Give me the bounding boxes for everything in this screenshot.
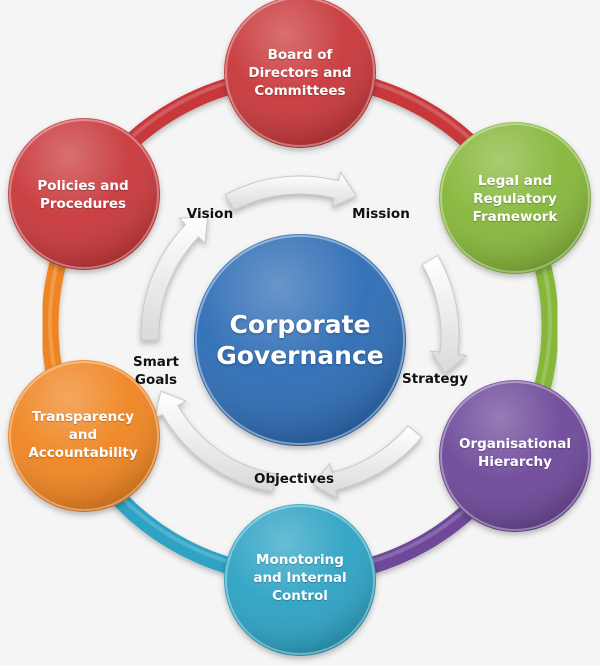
cycle-arrows: [140, 170, 468, 500]
cycle-label-objectives: Objectives: [254, 471, 334, 487]
node-circles: [8, 0, 591, 656]
arrow-vision-to-mission: [224, 170, 357, 212]
node-gloss-policies: [8, 118, 160, 270]
cycle-label-mission: Mission: [352, 206, 410, 222]
center-rim: [195, 235, 405, 445]
arrow-strategy-to-objectives: [312, 424, 423, 500]
center-gloss: [194, 234, 406, 446]
node-gloss-organisational: [439, 380, 591, 532]
center-label: Corporate Governance: [216, 310, 384, 370]
node-rim-transparency: [9, 361, 159, 511]
arrow-mission-to-strategy: [421, 254, 468, 375]
node-gloss-board: [224, 0, 376, 148]
cycle-label-smart-goals: Smart Goals: [132, 354, 179, 388]
node-rim-policies: [9, 119, 159, 269]
arrow-objectives-to-smart-goals: [153, 390, 277, 493]
cycle-label-strategy: Strategy: [401, 371, 469, 387]
node-gloss-monitoring: [224, 504, 376, 656]
node-rim-organisational: [440, 381, 590, 531]
node-rim-legal: [440, 123, 590, 273]
node-gloss-transparency: [8, 360, 160, 512]
arrow-smart-goals-to-vision: [140, 216, 209, 342]
node-rim-board: [225, 0, 375, 147]
cycle-label-vision: Vision: [186, 206, 234, 222]
node-gloss-legal: [439, 122, 591, 274]
node-rim-monitoring: [225, 505, 375, 655]
